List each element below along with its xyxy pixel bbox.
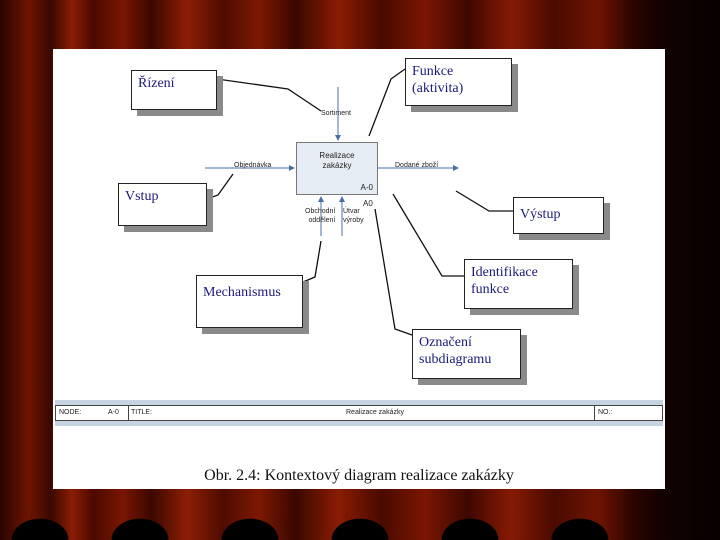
mechanism-1-line2: oddělení xyxy=(308,217,336,224)
activity-node-number: A-0 xyxy=(360,183,373,192)
footer-node-label: NODE: xyxy=(59,409,82,416)
callout-vstup: Vstup xyxy=(118,183,207,226)
diagram-lines xyxy=(205,68,513,336)
callout-identifikace: Identifikace funkce xyxy=(464,259,573,309)
activity-box: Realizace zakázky A-0 xyxy=(296,142,378,195)
callout-oznaceni-line2: subdiagramu xyxy=(419,352,492,367)
callout-vstup-text: Vstup xyxy=(125,189,159,204)
footer-node-value: A-0 xyxy=(108,409,119,416)
callout-mechanismus-text: Mechanismus xyxy=(203,285,281,300)
callout-oznaceni-line1: Označení xyxy=(419,335,472,350)
leader-vstup xyxy=(206,173,234,200)
callout-funkce: Funkce (aktivita) xyxy=(405,58,512,106)
leader-vystup xyxy=(455,190,513,212)
leader-oznaceni xyxy=(374,208,413,336)
callout-vystup-text: Výstup xyxy=(520,207,561,222)
footer-no-label: NO.: xyxy=(598,409,613,416)
leader-funkce xyxy=(368,68,406,137)
leader-identifikace xyxy=(392,193,464,277)
mechanism-2-line2: výroby xyxy=(343,217,364,224)
footer-title-value: Realizace zakázky xyxy=(346,409,404,416)
footer-separator xyxy=(594,406,595,420)
leader-rizeni xyxy=(216,78,322,112)
footer-title-label: TITLE: xyxy=(131,409,153,416)
mechanism-1-line1: Obchodní xyxy=(305,208,336,215)
input-label: Objednávka xyxy=(234,162,272,169)
callout-vystup: Výstup xyxy=(513,197,604,234)
footer-band-top xyxy=(55,400,663,405)
output-label: Dodané zboží xyxy=(395,162,439,169)
idef0-footer: NODE: A-0 TITLE: Realizace zakázky NO.: xyxy=(55,405,663,421)
callout-funkce-line2: (aktivita) xyxy=(412,81,464,96)
callout-rizeni: Řízení xyxy=(131,70,217,110)
callout-mechanismus: Mechanismus xyxy=(196,275,303,328)
diagram-number: A0 xyxy=(363,199,373,208)
curtain-hem xyxy=(0,485,720,540)
figure-caption: Obr. 2.4: Kontextový diagram realizace z… xyxy=(204,467,514,484)
callout-rizeni-text: Řízení xyxy=(138,76,175,91)
footer-separator xyxy=(128,406,129,420)
mechanism-1-label: Obchodní oddělení xyxy=(305,207,335,225)
mechanism-2-line1: Útvar xyxy=(343,208,360,215)
mechanism-2-label: Útvar výroby xyxy=(343,207,364,225)
slide: Realizace zakázky A-0 A0 Sortiment Objed… xyxy=(53,49,665,489)
callout-identifikace-line1: Identifikace xyxy=(471,265,538,280)
activity-title-line2: zakázky xyxy=(322,161,352,170)
callout-oznaceni: Označení subdiagramu xyxy=(412,329,521,379)
leader-mechanismus xyxy=(302,240,322,283)
callout-funkce-line1: Funkce xyxy=(412,64,454,79)
control-label: Sortiment xyxy=(321,110,351,117)
activity-title-line1: Realizace xyxy=(319,151,355,160)
callout-identifikace-line2: funkce xyxy=(471,282,510,297)
footer-band-bottom xyxy=(55,421,663,426)
